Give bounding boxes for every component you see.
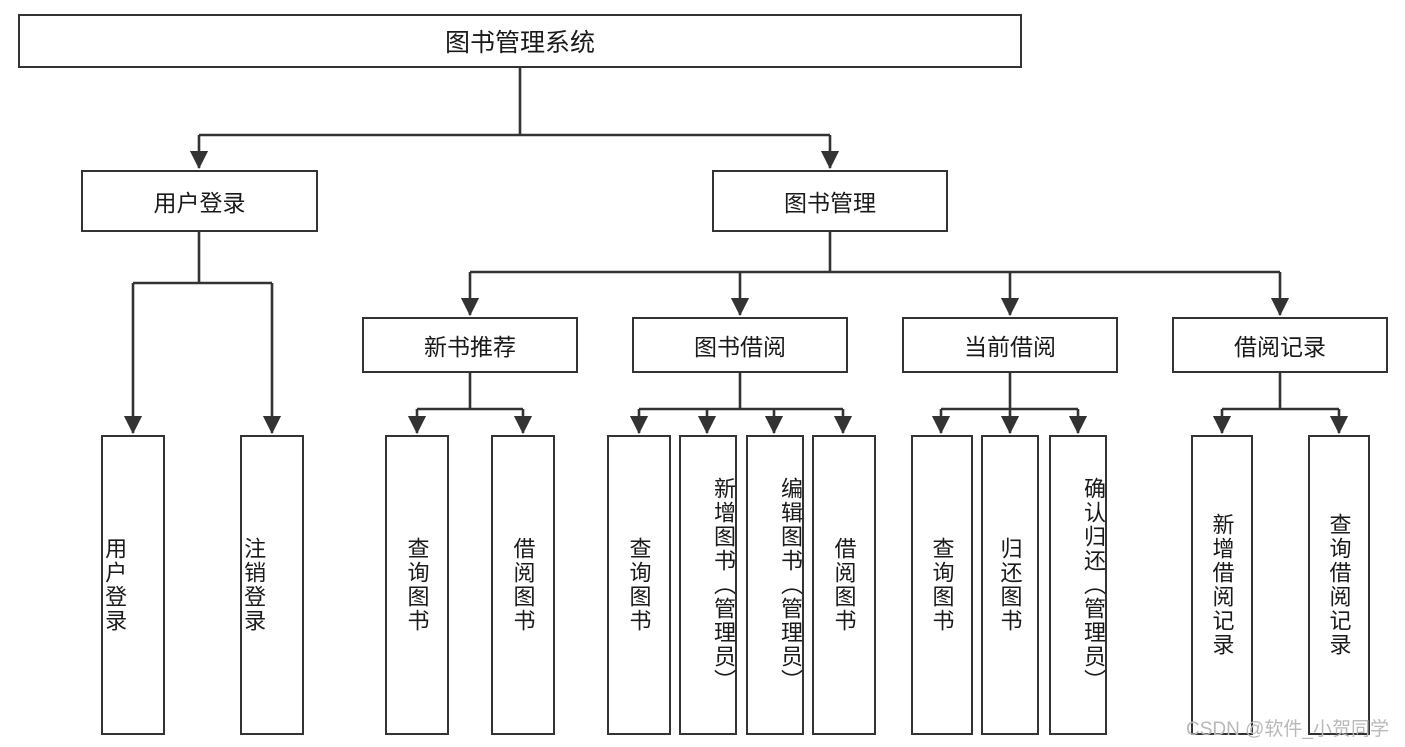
leaf-label: 新增图书（管理员） bbox=[711, 477, 736, 693]
leaf-label: 新增借阅记录 bbox=[1209, 513, 1235, 657]
leaf-label: 用户登录 bbox=[102, 537, 128, 633]
leaf-book-borrow-3[interactable]: 编辑图书（管理员） bbox=[746, 435, 804, 735]
watermark-text: CSDN @软件_小贺同学 bbox=[1186, 719, 1389, 740]
leaf-new-book-1[interactable]: 查询图书 bbox=[385, 435, 449, 735]
leaf-label: 确认归还（管理员） bbox=[1081, 477, 1106, 693]
leaf-borrow-records-2[interactable]: 查询借阅记录 bbox=[1308, 435, 1370, 735]
leaf-book-borrow-1[interactable]: 查询图书 bbox=[607, 435, 671, 735]
leaf-label: 归还图书 bbox=[997, 537, 1023, 633]
leaf-borrow-records-1[interactable]: 新增借阅记录 bbox=[1191, 435, 1253, 735]
node-book-manage-label: 图书管理 bbox=[784, 190, 876, 216]
node-new-book-recommend[interactable]: 新书推荐 bbox=[362, 317, 578, 373]
node-borrow-records-label: 借阅记录 bbox=[1234, 334, 1326, 360]
node-root[interactable]: 图书管理系统 bbox=[18, 14, 1022, 68]
leaf-label: 编辑图书（管理员） bbox=[778, 477, 803, 693]
node-current-borrow[interactable]: 当前借阅 bbox=[902, 317, 1118, 373]
leaf-book-borrow-4[interactable]: 借阅图书 bbox=[812, 435, 876, 735]
leaf-label: 查询借阅记录 bbox=[1326, 513, 1352, 657]
leaf-book-borrow-2[interactable]: 新增图书（管理员） bbox=[679, 435, 737, 735]
leaf-label: 查询图书 bbox=[404, 537, 430, 633]
node-book-borrow-label: 图书借阅 bbox=[694, 334, 786, 360]
leaf-current-borrow-1[interactable]: 查询图书 bbox=[911, 435, 973, 735]
node-current-borrow-label: 当前借阅 bbox=[964, 334, 1056, 360]
leaf-label: 借阅图书 bbox=[510, 537, 536, 633]
leaf-label: 查询图书 bbox=[929, 537, 955, 633]
leaf-label: 注销登录 bbox=[241, 537, 267, 633]
leaf-user-login-2[interactable]: 注销登录 bbox=[240, 435, 304, 735]
node-new-book-recommend-label: 新书推荐 bbox=[424, 334, 516, 360]
node-book-borrow[interactable]: 图书借阅 bbox=[632, 317, 848, 373]
node-book-manage[interactable]: 图书管理 bbox=[712, 170, 948, 232]
leaf-label: 查询图书 bbox=[626, 537, 652, 633]
leaf-label: 借阅图书 bbox=[831, 537, 857, 633]
node-user-login-label: 用户登录 bbox=[153, 190, 246, 216]
leaf-new-book-2[interactable]: 借阅图书 bbox=[491, 435, 555, 735]
leaf-user-login-1[interactable]: 用户登录 bbox=[101, 435, 165, 735]
leaf-current-borrow-2[interactable]: 归还图书 bbox=[981, 435, 1039, 735]
node-borrow-records[interactable]: 借阅记录 bbox=[1172, 317, 1388, 373]
leaf-current-borrow-3[interactable]: 确认归还（管理员） bbox=[1049, 435, 1107, 735]
node-user-login[interactable]: 用户登录 bbox=[81, 170, 318, 232]
node-root-label: 图书管理系统 bbox=[444, 29, 595, 57]
